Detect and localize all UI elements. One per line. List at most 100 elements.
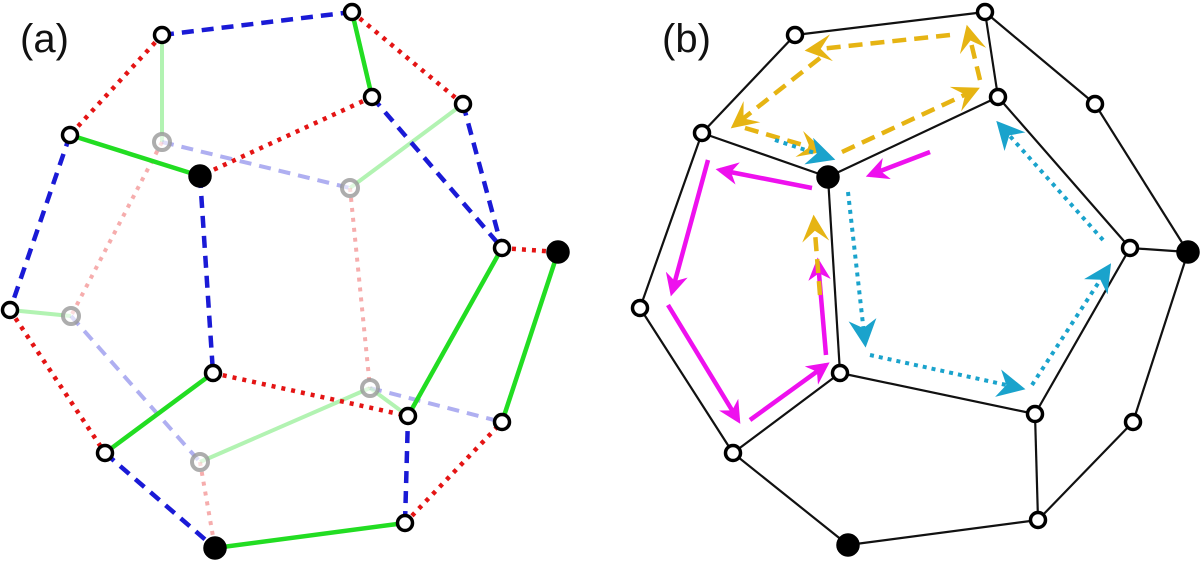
open-vertex [1120,238,1140,258]
edge [701,34,796,134]
open-vertex [1028,510,1048,530]
edge-green [103,371,215,455]
edge [701,131,829,179]
open-vertex [630,298,650,318]
hidden-edge-red [69,141,164,317]
hidden-edge-blue [369,386,503,424]
panel-b-dodecahedron [630,2,1200,557]
edge-blue [402,415,411,524]
edge [1131,251,1190,423]
filled-vertex [546,240,570,264]
open-vertex [398,406,418,426]
edge [638,132,704,309]
gold-arrow [802,214,830,296]
magenta-arrow [665,159,711,297]
edge [1034,247,1131,415]
open-vertex [152,25,172,45]
edge-green [69,132,201,179]
edge [1033,413,1040,521]
gold-arrow [744,125,826,157]
edge-blue [103,451,217,550]
magenta-arrow [666,303,741,424]
open-vertex [60,125,80,145]
edge-red [403,420,504,525]
hidden-edge-red [348,187,372,389]
cyan-arrow [1030,263,1112,387]
open-vertex [362,87,382,107]
cyan-arrow [869,353,1026,397]
filled-vertex [836,533,860,557]
open-vertex [830,363,850,383]
open-vertex [453,94,473,114]
hidden-vertex [190,452,210,472]
filled-vertex [188,164,212,188]
gold-arrow [730,56,822,129]
edge-blue [7,134,73,311]
filled-vertex [1176,240,1200,264]
edge [984,11,1096,105]
edge [827,96,999,178]
edge [794,10,986,37]
edge-red [68,33,164,137]
magenta-arrow [715,162,813,191]
edge [847,518,1039,547]
edge-red [8,308,107,455]
open-vertex [723,443,743,463]
edge [983,11,1000,98]
panel-a-dodecahedron [0,2,570,560]
hidden-edge-red [198,461,217,549]
edge-green [349,11,375,98]
magenta-arrow [808,257,831,356]
panel-b-label: (b) [662,17,711,61]
hidden-edge-green [348,102,465,190]
open-vertex [395,513,415,533]
gold-arrow [804,32,951,62]
panel-a-label: (a) [20,17,69,61]
filled-vertex [816,165,840,189]
edge-red [199,94,373,179]
edge-red [212,370,409,419]
filled-vertex [203,536,227,560]
edge-blue [197,175,216,374]
open-vertex [492,412,512,432]
open-vertex [1025,404,1045,424]
open-vertex [975,2,995,22]
open-vertex [785,25,805,45]
gold-arrow [841,86,980,155]
hidden-edge-green [9,308,72,318]
open-vertex [203,363,223,383]
open-vertex [95,443,115,463]
edge-blue [161,9,353,38]
edge-green [214,520,406,551]
edge [839,371,1036,416]
edge [1094,103,1189,253]
edge [732,372,841,454]
magenta-arrow [865,149,931,180]
gold-arrow [959,24,987,81]
hidden-vertex [360,378,380,398]
hidden-edge-blue [69,314,202,464]
edge [826,176,842,374]
edge [1037,421,1134,521]
hidden-edge-blue [161,140,351,190]
cyan-arrow [996,120,1105,242]
edge [732,452,849,546]
cyan-arrow [846,191,877,348]
open-vertex [0,300,20,320]
open-vertex [492,238,512,258]
magenta-arrow [748,362,830,422]
edge-blue [460,103,505,249]
open-vertex [1123,412,1143,432]
edge-red [350,10,465,106]
edge-blue [370,95,504,250]
hidden-vertex [61,306,81,326]
open-vertex [988,87,1008,107]
hidden-vertex [152,132,172,152]
open-vertex [1085,94,1105,114]
open-vertex [692,123,712,143]
cyan-arrow [774,137,836,165]
edge-green [499,251,561,423]
edge [639,307,734,454]
